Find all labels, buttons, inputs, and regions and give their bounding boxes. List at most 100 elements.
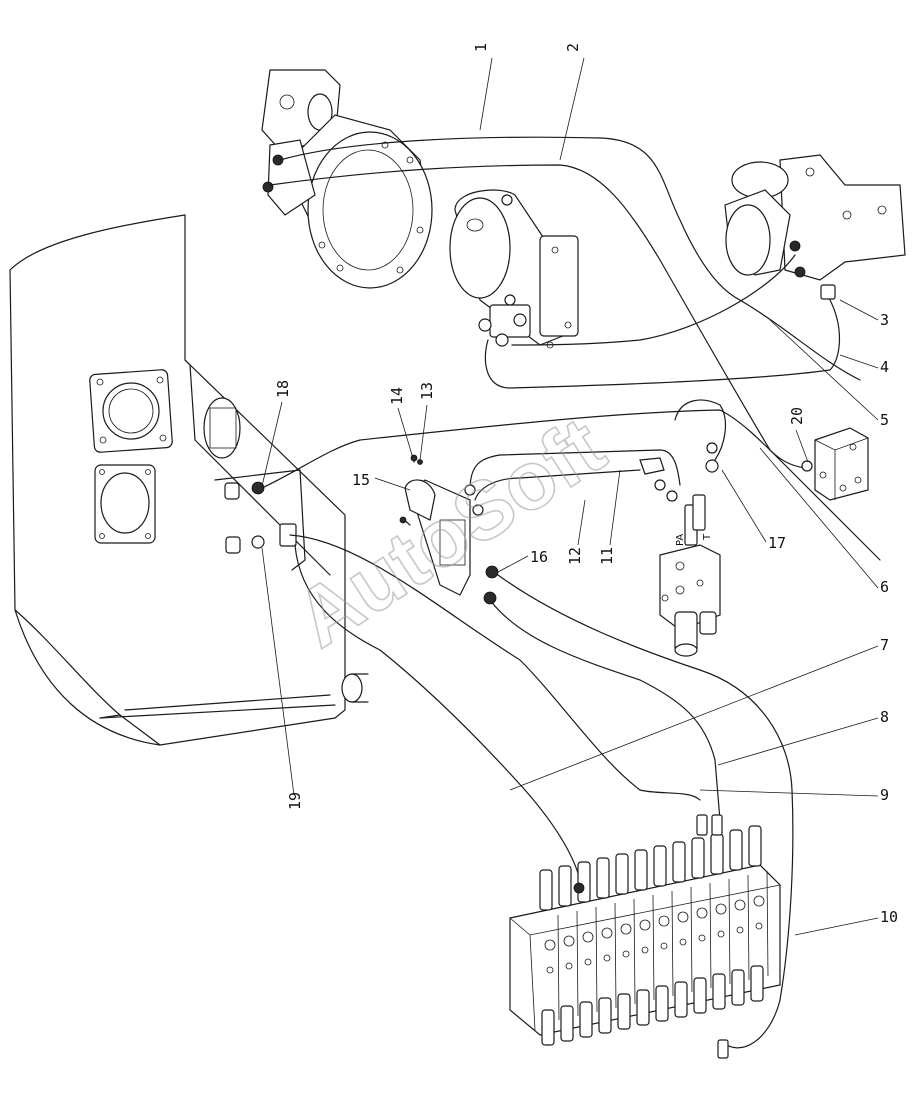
section-divider	[766, 870, 769, 977]
spool-top	[672, 841, 686, 883]
callout-20: 20	[788, 407, 806, 425]
port-label-tank: T	[702, 533, 713, 541]
section-divider	[576, 910, 579, 1017]
spool-top	[710, 833, 724, 875]
junction-block	[801, 427, 869, 501]
spool-top	[558, 865, 572, 907]
spool-bottom	[636, 989, 650, 1026]
spool-port	[753, 895, 765, 907]
section-divider	[709, 882, 712, 989]
callout-16: 16	[530, 548, 548, 566]
spool-port	[658, 915, 670, 927]
leader-line	[479, 57, 493, 131]
leader-line	[721, 469, 767, 543]
spool-bottom	[750, 965, 764, 1002]
spool-port	[620, 923, 632, 935]
spool-top	[691, 837, 705, 879]
section-divider	[595, 906, 598, 1013]
callout-10: 10	[880, 908, 898, 926]
leader-line	[609, 469, 621, 546]
filter-assembly	[399, 454, 499, 605]
spool-bolt	[603, 954, 611, 962]
spool-bolt	[736, 926, 744, 934]
leader-line	[374, 477, 411, 491]
spool-bottom	[712, 973, 726, 1010]
spool-bolt	[698, 934, 706, 942]
spool-port	[715, 903, 727, 915]
callout-13: 13	[418, 382, 436, 400]
spool-bottom	[617, 993, 631, 1030]
callout-18: 18	[274, 380, 292, 398]
spool-top	[729, 829, 743, 871]
callout-3: 3	[880, 311, 889, 329]
spool-top	[539, 869, 553, 911]
spool-port	[677, 911, 689, 923]
spool-bolt	[546, 966, 554, 974]
callout-12: 12	[566, 547, 584, 565]
section-divider	[690, 886, 693, 993]
leader-line	[769, 319, 879, 421]
swing-motor	[724, 154, 906, 300]
spool-bolt	[641, 946, 649, 954]
callout-17: 17	[768, 534, 786, 552]
leader-line	[717, 717, 879, 766]
rotary-joint	[261, 69, 433, 289]
valve-spools	[539, 825, 769, 1046]
callout-11: 11	[598, 547, 616, 565]
spool-bottom	[674, 981, 688, 1018]
spool-port	[696, 907, 708, 919]
spool-bolt	[622, 950, 630, 958]
spool-top	[634, 849, 648, 891]
callout-19: 19	[286, 792, 304, 810]
leader-lines	[261, 57, 879, 936]
spool-bolt	[565, 962, 573, 970]
callout-7: 7	[880, 636, 889, 654]
callout-8: 8	[880, 708, 889, 726]
leader-line	[699, 789, 879, 797]
leader-line	[795, 429, 809, 463]
callout-15: 15	[352, 471, 370, 489]
section-divider	[747, 874, 750, 981]
spool-bottom	[598, 997, 612, 1034]
hydraulic-pump	[449, 189, 579, 349]
leader-line	[839, 354, 879, 369]
section-divider	[557, 914, 560, 1021]
section-divider	[652, 894, 655, 1001]
spool-bottom	[693, 977, 707, 1014]
leader-line	[261, 547, 295, 796]
spool-port	[601, 927, 613, 939]
spool-top	[577, 861, 591, 903]
spool-bolt	[660, 942, 668, 950]
callout-6: 6	[880, 578, 889, 596]
spool-bottom	[655, 985, 669, 1022]
leader-line	[497, 555, 529, 573]
callout-14: 14	[388, 387, 406, 405]
pilot-valve: PA T	[639, 442, 721, 657]
leader-line	[559, 57, 585, 161]
leader-line	[261, 401, 283, 487]
hydraulic-tank	[9, 214, 369, 746]
main-control-valve	[509, 814, 781, 1059]
leader-line	[839, 299, 879, 321]
callout-2: 2	[564, 43, 582, 52]
spool-port	[734, 899, 746, 911]
hoses	[261, 136, 881, 1049]
callout-4: 4	[880, 358, 889, 376]
section-divider	[671, 890, 674, 997]
leader-line	[759, 447, 879, 589]
callout-1: 1	[472, 43, 490, 52]
spool-top	[615, 853, 629, 895]
spool-port	[544, 939, 556, 951]
spool-top	[748, 825, 762, 867]
leader-line	[397, 407, 413, 456]
port-label-pilot: PA	[675, 534, 686, 546]
leader-line	[577, 499, 586, 546]
spool-port	[582, 931, 594, 943]
section-divider	[633, 898, 636, 1005]
spool-bottom	[579, 1001, 593, 1038]
section-divider	[728, 878, 731, 985]
spool-top	[653, 845, 667, 887]
